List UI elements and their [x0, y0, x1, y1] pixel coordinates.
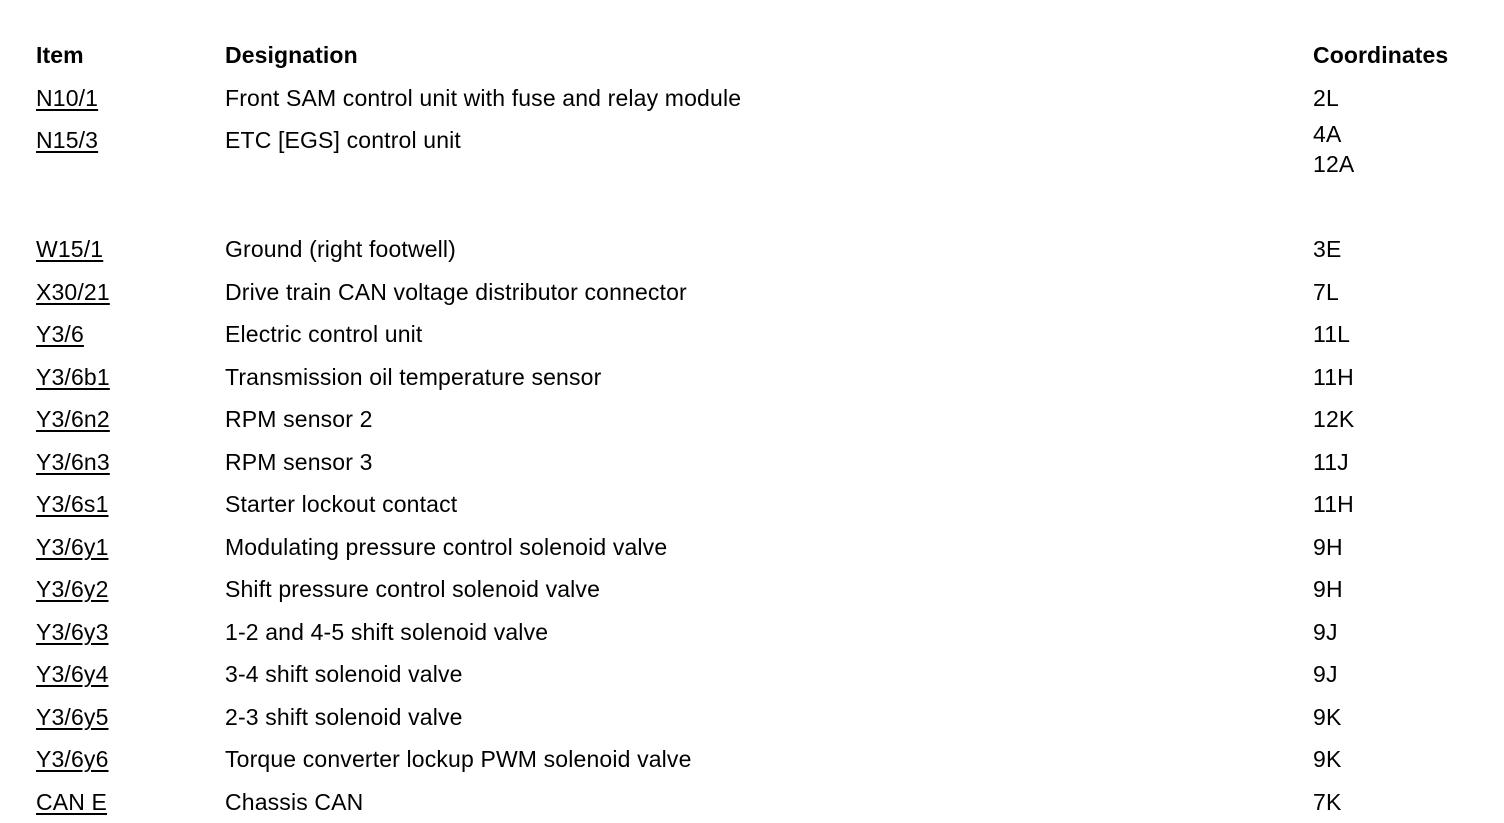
- table-cell-item: CAN E: [36, 781, 225, 823]
- item-code-link[interactable]: X30/21: [36, 271, 110, 314]
- item-code-link[interactable]: N15/3: [36, 119, 98, 162]
- spacer-cell: [225, 204, 1313, 228]
- item-code-link[interactable]: Y3/6y2: [36, 568, 109, 611]
- table-cell-item: X30/21: [36, 271, 225, 314]
- table-cell-coordinates: 11H: [1313, 483, 1476, 526]
- table-body: N10/1 Front SAM control unit with fuse an…: [36, 77, 1476, 823]
- item-code-link[interactable]: W15/1: [36, 228, 103, 271]
- table-cell-designation: ETC [EGS] control unit: [225, 119, 1313, 204]
- table-cell-designation: 2-3 shift solenoid valve: [225, 696, 1313, 739]
- table-cell-item: Y3/6y4: [36, 653, 225, 696]
- item-code-link[interactable]: Y3/6b1: [36, 356, 110, 399]
- table-cell-item: Y3/6y6: [36, 738, 225, 781]
- table-cell-coordinates: 3E: [1313, 228, 1476, 271]
- table-cell-item: Y3/6y1: [36, 526, 225, 569]
- item-code-link[interactable]: Y3/6y1: [36, 526, 109, 569]
- item-code-link[interactable]: Y3/6n3: [36, 441, 110, 484]
- table-cell-item: N10/1: [36, 77, 225, 120]
- table-cell-coordinates: 9H: [1313, 568, 1476, 611]
- table-cell-designation: 1-2 and 4-5 shift solenoid valve: [225, 611, 1313, 654]
- table-cell-item: Y3/6y3: [36, 611, 225, 654]
- item-code-link[interactable]: N10/1: [36, 77, 98, 120]
- table-cell-item: Y3/6y5: [36, 696, 225, 739]
- component-legend-table: Item Designation Coordinates N10/1 Front …: [36, 34, 1476, 823]
- table-cell-item: Y3/6n3: [36, 441, 225, 484]
- item-code-link[interactable]: Y3/6y5: [36, 696, 109, 739]
- coordinate-value: 12A: [1313, 149, 1476, 179]
- table-cell-item: Y3/6n2: [36, 398, 225, 441]
- item-code-link[interactable]: Y3/6: [36, 313, 84, 356]
- table-cell-designation: Electric control unit: [225, 313, 1313, 356]
- table-cell-designation: Starter lockout contact: [225, 483, 1313, 526]
- table-cell-designation: Torque converter lockup PWM solenoid val…: [225, 738, 1313, 781]
- item-code-link[interactable]: Y3/6n2: [36, 398, 110, 441]
- table-cell-designation: Drive train CAN voltage distributor conn…: [225, 271, 1313, 314]
- column-header-designation: Designation: [225, 34, 1313, 77]
- table-cell-coordinates: 9H: [1313, 526, 1476, 569]
- table-cell-designation: Modulating pressure control solenoid val…: [225, 526, 1313, 569]
- table-cell-item: Y3/6: [36, 313, 225, 356]
- item-code-link[interactable]: CAN E: [36, 781, 107, 823]
- table-cell-item: N15/3: [36, 119, 225, 204]
- table-cell-designation: Ground (right footwell): [225, 228, 1313, 271]
- table-cell-coordinates: 2L: [1313, 77, 1476, 120]
- table-cell-coordinates: 9J: [1313, 653, 1476, 696]
- table-cell-coordinates: 7L: [1313, 271, 1476, 314]
- table-row: Y3/6y2 Shift pressure control solenoid va…: [36, 568, 1476, 611]
- column-header-coordinates: Coordinates: [1313, 34, 1476, 77]
- table-cell-item: Y3/6b1: [36, 356, 225, 399]
- table-cell-designation: Front SAM control unit with fuse and rel…: [225, 77, 1313, 120]
- coordinate-value: 4A: [1313, 119, 1476, 149]
- table-row: Y3/6b1 Transmission oil temperature senso…: [36, 356, 1476, 399]
- table-cell-coordinates: 9K: [1313, 696, 1476, 739]
- table-cell-coordinates: 9K: [1313, 738, 1476, 781]
- item-code-link[interactable]: Y3/6s1: [36, 483, 109, 526]
- item-code-link[interactable]: Y3/6y6: [36, 738, 109, 781]
- spacer-cell: [36, 204, 225, 228]
- table-cell-designation: Transmission oil temperature sensor: [225, 356, 1313, 399]
- table-cell-coordinates: 9J: [1313, 611, 1476, 654]
- table-header-row: Item Designation Coordinates: [36, 34, 1476, 77]
- table-cell-coordinates: 11L: [1313, 313, 1476, 356]
- table-cell-designation: RPM sensor 2: [225, 398, 1313, 441]
- table-cell-coordinates: 11H: [1313, 356, 1476, 399]
- spacer-cell: [1313, 204, 1476, 228]
- table-cell-designation: Shift pressure control solenoid valve: [225, 568, 1313, 611]
- table-header: Item Designation Coordinates: [36, 34, 1476, 77]
- table-row: X30/21 Drive train CAN voltage distributo…: [36, 271, 1476, 314]
- table-cell-designation: RPM sensor 3: [225, 441, 1313, 484]
- table-row: Y3/6y1 Modulating pressure control soleno…: [36, 526, 1476, 569]
- table-cell-coordinates: 12K: [1313, 398, 1476, 441]
- table-cell-item: Y3/6y2: [36, 568, 225, 611]
- table-cell-designation: 3-4 shift solenoid valve: [225, 653, 1313, 696]
- table-row-spacer: [36, 204, 1476, 228]
- item-code-link[interactable]: Y3/6y4: [36, 653, 109, 696]
- table-cell-designation: Chassis CAN: [225, 781, 1313, 823]
- table-row: N10/1 Front SAM control unit with fuse an…: [36, 77, 1476, 120]
- table-cell-coordinates: 7K: [1313, 781, 1476, 823]
- table-cell-coordinates: 11J: [1313, 441, 1476, 484]
- column-header-item: Item: [36, 34, 225, 77]
- table-cell-item: Y3/6s1: [36, 483, 225, 526]
- table-cell-item: W15/1: [36, 228, 225, 271]
- table-row: Y3/6y6 Torque converter lockup PWM soleno…: [36, 738, 1476, 781]
- table-row: W15/1 Ground (right footwell)3E: [36, 228, 1476, 271]
- item-code-link[interactable]: Y3/6y3: [36, 611, 109, 654]
